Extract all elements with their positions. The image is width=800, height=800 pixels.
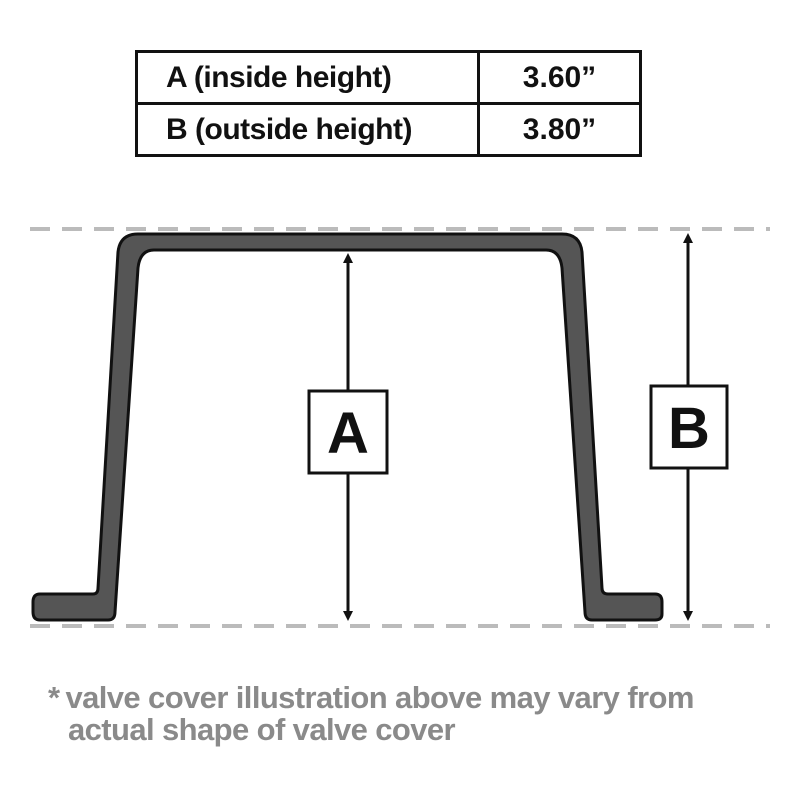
label-b-text: B xyxy=(668,396,710,461)
footnote-line-2: actual shape of valve cover xyxy=(68,712,456,747)
spec-label-outside-height: B (outside height) xyxy=(135,102,480,157)
footnote-line-1: valve cover illustration above may vary … xyxy=(65,680,694,715)
spec-row-inside-height: A (inside height) 3.60” xyxy=(135,50,642,105)
spec-label-inside-height: A (inside height) xyxy=(135,50,480,105)
footnote: *valve cover illustration above may vary… xyxy=(48,682,788,746)
label-a-text: A xyxy=(327,401,369,466)
spec-value-outside-height: 3.80” xyxy=(477,102,642,157)
spec-value-inside-height: 3.60” xyxy=(477,50,642,105)
spec-row-outside-height: B (outside height) 3.80” xyxy=(135,102,642,157)
footnote-marker: * xyxy=(48,680,60,715)
label-b-box: B xyxy=(649,384,729,470)
label-a-box: A xyxy=(307,389,389,475)
spec-table: A (inside height) 3.60” B (outside heigh… xyxy=(135,50,642,157)
valve-cover-profile xyxy=(31,232,664,622)
